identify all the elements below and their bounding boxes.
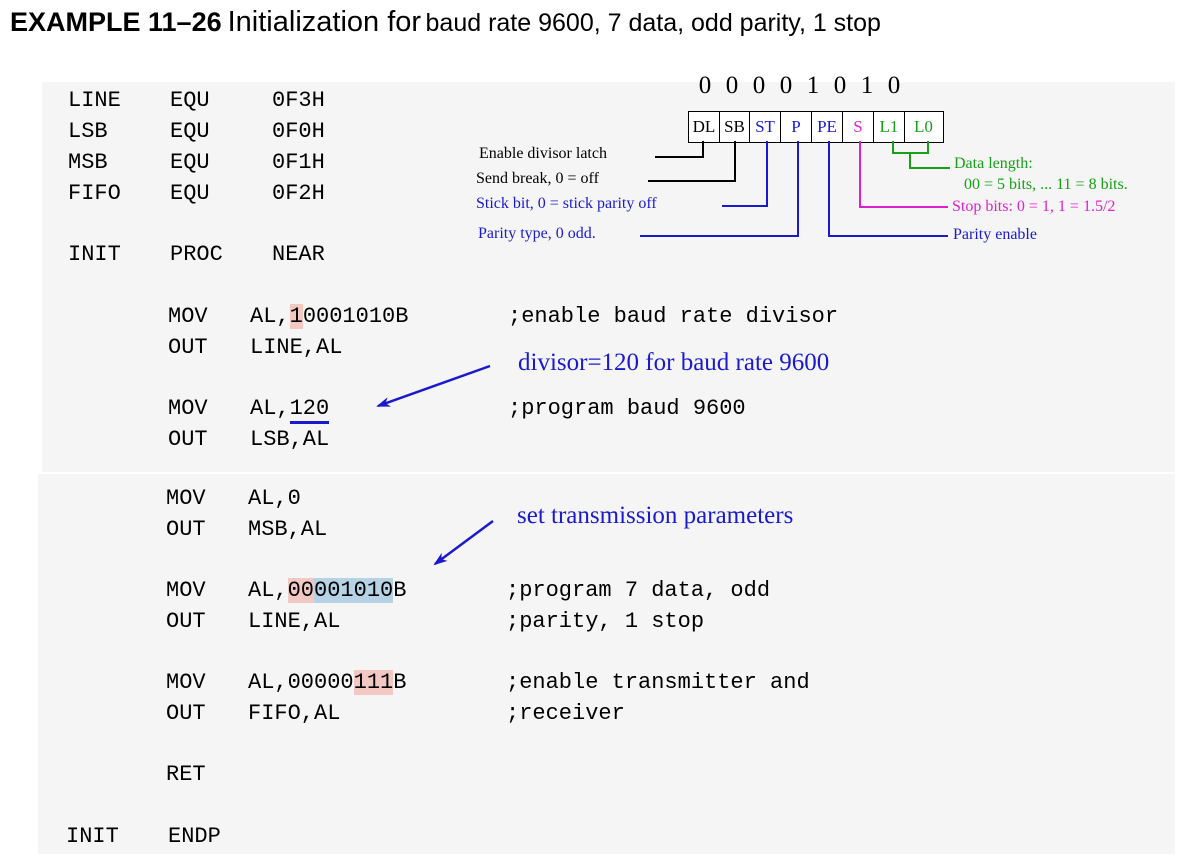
code-arg-7: AL,00001010B	[248, 578, 407, 603]
highlight-fifo-bits: 111	[353, 670, 394, 695]
note-data-length: Data length:	[954, 155, 1033, 172]
note-enable-divisor-latch: Enable divisor latch	[479, 145, 607, 162]
code-arg-10: FIFO,AL	[248, 701, 341, 726]
equ-name-3: MSB	[68, 150, 108, 175]
reg-cell-p: P	[781, 112, 812, 142]
code-op-6: OUT	[166, 517, 206, 542]
reg-cell-st: ST	[750, 112, 781, 142]
equ-op-3: EQU	[170, 150, 210, 175]
proc-arg: NEAR	[272, 242, 325, 267]
code-comment-1: ;enable baud rate divisor	[508, 304, 839, 329]
code-arg-1: AL,10001010B	[250, 304, 409, 329]
bit-value-6: 0	[725, 72, 739, 99]
code-op-2: OUT	[168, 335, 208, 360]
code-comment-8: ;parity, 1 stop	[506, 609, 705, 634]
note-send-break: Send break, 0 = off	[476, 170, 599, 187]
code-arg-2: LINE,AL	[250, 335, 343, 360]
reg-cell-sb: SB	[720, 112, 750, 142]
highlight-dlab-sb-bits: 00	[287, 578, 315, 603]
note-parity-enable: Parity enable	[953, 226, 1037, 243]
code-arg-3: AL,120	[250, 396, 330, 424]
code-op-4: OUT	[168, 427, 208, 452]
equ-val-1: 0F3H	[272, 88, 325, 113]
code-comment-10: ;receiver	[506, 701, 625, 726]
endp-name: INIT	[66, 824, 119, 849]
note-stop-bits: Stop bits: 0 = 1, 1 = 1.5/2	[952, 198, 1116, 215]
code-op-1: MOV	[168, 304, 208, 329]
bit-value-0: 0	[887, 72, 901, 99]
reg-cell-pe: PE	[812, 112, 843, 142]
code-comment-9: ;enable transmitter and	[506, 670, 810, 695]
reg-cell-l0: L0	[914, 117, 933, 136]
code-panel-bottom	[38, 474, 1175, 854]
equ-val-3: 0F1H	[272, 150, 325, 175]
code-arg-5: AL,0	[248, 486, 301, 511]
proc-op: PROC	[170, 242, 223, 267]
code-arg-8: LINE,AL	[248, 609, 341, 634]
code-op-10: OUT	[166, 701, 206, 726]
code-arg-9: AL,00000111B	[248, 670, 407, 695]
equ-name-1: LINE	[68, 88, 121, 113]
parameters-annotation: set transmission parameters	[517, 502, 794, 529]
equ-op-4: EQU	[170, 181, 210, 206]
code-comment-3: ;program baud 9600	[508, 396, 746, 421]
equ-val-2: 0F0H	[272, 119, 325, 144]
code-op-11: RET	[166, 762, 206, 787]
code-op-9: MOV	[166, 670, 206, 695]
highlight-line-params: 001010	[314, 578, 394, 603]
code-op-5: MOV	[166, 486, 206, 511]
code-op-7: MOV	[166, 578, 206, 603]
reg-cell-s: S	[843, 112, 874, 142]
code-comment-7: ;program 7 data, odd	[506, 578, 771, 603]
highlight-dlab-bit: 1	[289, 304, 303, 329]
divisor-annotation: divisor=120 for baud rate 9600	[518, 349, 830, 376]
bit-value-1: 1	[860, 72, 874, 99]
example-label: EXAMPLE 11–26	[10, 7, 222, 37]
reg-cell-l1: L1	[874, 112, 905, 142]
bit-value-5: 0	[752, 72, 766, 99]
code-op-8: OUT	[166, 609, 206, 634]
code-panel-top	[42, 82, 1175, 472]
equ-op-1: EQU	[170, 88, 210, 113]
note-data-length-values: 00 = 5 bits, ... 11 = 8 bits.	[964, 176, 1128, 193]
equ-name-4: FIFO	[68, 181, 121, 206]
code-arg-6: MSB,AL	[248, 517, 328, 542]
divisor-value: 120	[289, 396, 330, 424]
title-detail: baud rate 9600, 7 data, odd parity, 1 st…	[425, 9, 881, 37]
bit-value-7: 0	[698, 72, 712, 99]
proc-name: INIT	[68, 242, 121, 267]
line-control-register: DL SB ST P PE S L1 L0	[688, 111, 944, 143]
bit-value-3: 1	[806, 72, 820, 99]
reg-cell-dl: DL	[689, 112, 720, 142]
note-stick-bit: Stick bit, 0 = stick parity off	[476, 195, 657, 212]
equ-op-2: EQU	[170, 119, 210, 144]
note-parity-type: Parity type, 0 odd.	[478, 225, 596, 242]
bit-value-2: 0	[833, 72, 847, 99]
equ-val-4: 0F2H	[272, 181, 325, 206]
bit-value-4: 0	[779, 72, 793, 99]
title-text: Initialization for	[227, 6, 422, 38]
code-arg-4: LSB,AL	[250, 427, 330, 452]
endp-op: ENDP	[168, 824, 221, 849]
equ-name-2: LSB	[68, 119, 108, 144]
code-op-3: MOV	[168, 396, 208, 421]
